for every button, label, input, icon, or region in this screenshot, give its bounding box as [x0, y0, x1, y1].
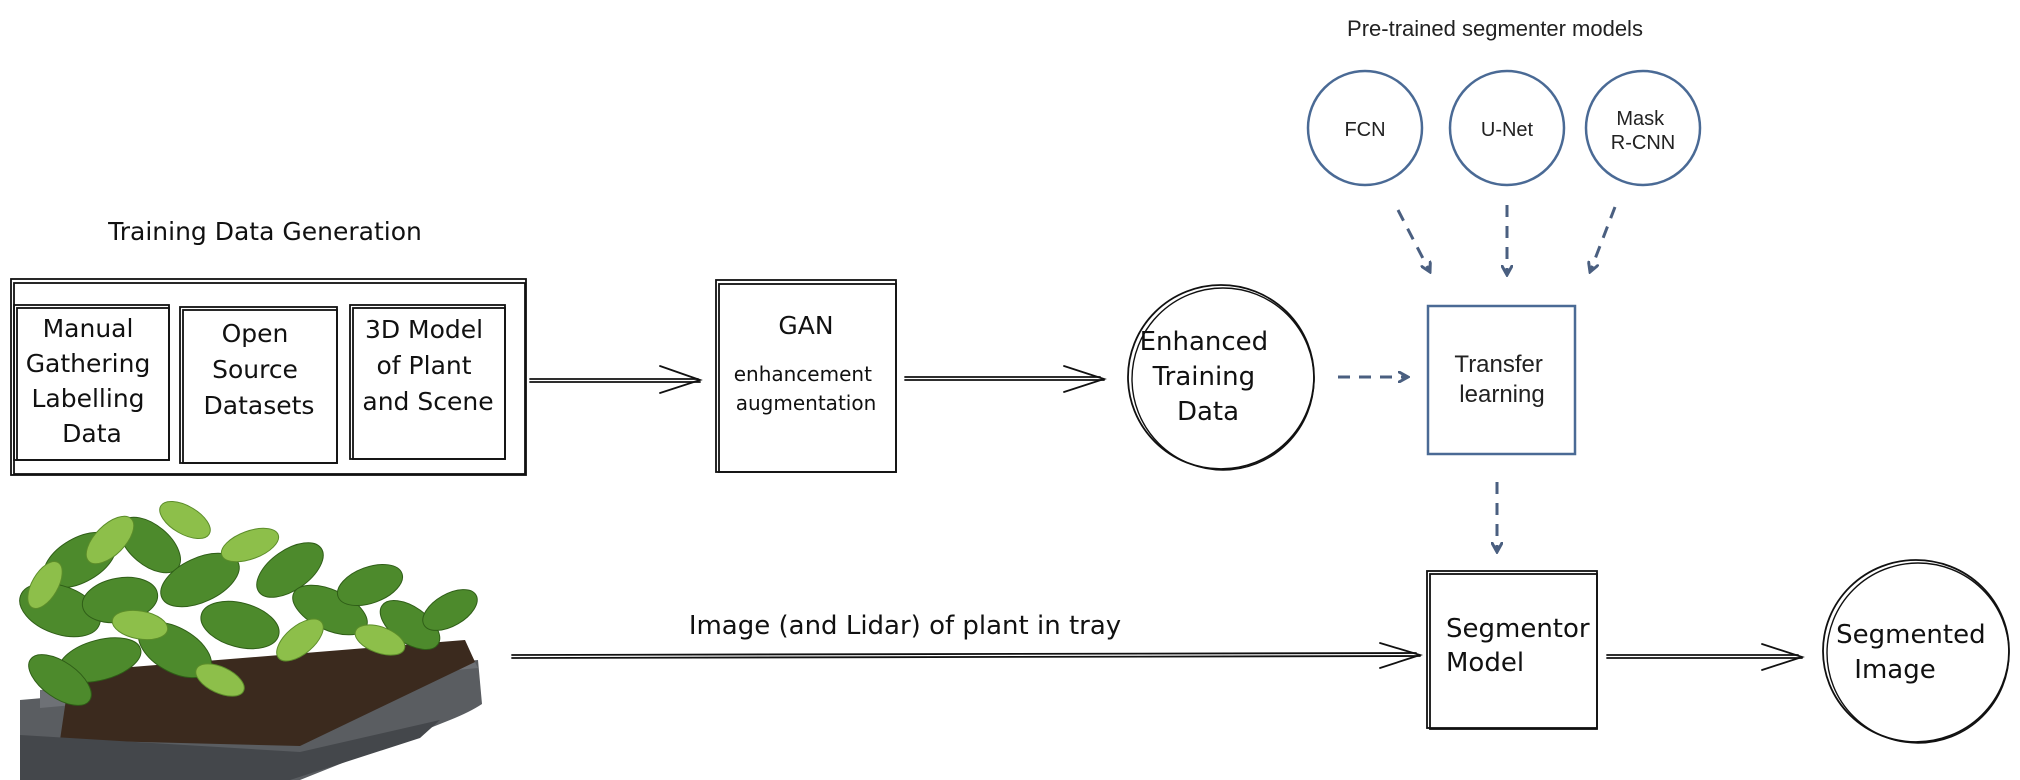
enhanced-line-1: Enhanced: [1140, 327, 1269, 357]
transfer-line-1: Transfer: [1454, 351, 1542, 378]
source-manual-box: Manual Gathering Labelling Data: [13, 304, 170, 461]
segmentor-model-box: Segmentor Model: [1426, 570, 1598, 730]
model-mask-rcnn-label: Mask R-CNN: [1611, 108, 1675, 154]
segmentor-label: Segmentor Model: [1446, 614, 1598, 678]
3d-line-3: and Scene: [362, 387, 493, 416]
segmented-image-node: Segmented Image: [1822, 559, 2010, 744]
segmentor-line-2: Model: [1446, 648, 1524, 678]
gan-line-2: augmentation: [736, 391, 877, 415]
mask-rcnn-line-2: R-CNN: [1611, 132, 1675, 154]
3d-line-1: 3D Model: [365, 315, 483, 344]
open-line-3: Datasets: [204, 391, 315, 420]
segmentor-line-1: Segmentor: [1446, 614, 1590, 644]
arrow-image-to-segmentor: [511, 642, 1424, 669]
open-line-1: Open: [222, 319, 289, 348]
gan-box: GAN enhancement augmentation: [715, 279, 897, 473]
model-fcn-label: FCN: [1344, 119, 1385, 141]
plant-tray-icon: [19, 500, 482, 780]
source-3d-model-box: 3D Model of Plant and Scene: [349, 304, 506, 460]
manual-line-4: Data: [62, 419, 122, 448]
arrow-segmentor-to-output: [1606, 643, 1805, 671]
transfer-label: Transfer learning: [1454, 351, 1549, 408]
source-manual-label: Manual Gathering Labelling Data: [26, 314, 159, 448]
arrow-fcn-to-transfer: [1396, 209, 1430, 272]
arrow-mask-to-transfer: [1590, 206, 1617, 272]
enhanced-line-2: Training: [1152, 362, 1256, 392]
arrow-gan-to-enhanced: [904, 365, 1107, 393]
enhanced-label: Enhanced Training Data: [1140, 327, 1277, 427]
manual-line-1: Manual: [43, 314, 134, 343]
model-unet: U-Net: [1448, 69, 1566, 187]
manual-line-3: Labelling: [31, 384, 144, 413]
model-fcn: FCN: [1306, 69, 1424, 187]
source-3d-label: 3D Model of Plant and Scene: [362, 315, 493, 416]
gan-title: GAN: [778, 311, 833, 340]
input-label: Image (and Lidar) of plant in tray: [689, 611, 1121, 641]
model-unet-label: U-Net: [1481, 119, 1534, 141]
enhanced-line-3: Data: [1177, 397, 1239, 427]
mask-rcnn-line-1: Mask: [1616, 108, 1665, 130]
model-mask-rcnn: Mask R-CNN: [1584, 69, 1702, 187]
source-open-label: Open Source Datasets: [204, 319, 315, 420]
models-title: Pre-trained segmenter models: [1347, 16, 1643, 41]
segmented-line-2: Image: [1854, 655, 1935, 685]
gan-description: enhancement augmentation: [734, 362, 879, 415]
3d-line-2: of Plant: [377, 351, 472, 380]
transfer-learning-box: Transfer learning: [1426, 304, 1577, 456]
segmented-label: Segmented Image: [1836, 620, 1994, 685]
training-group-title: Training Data Generation: [107, 217, 422, 246]
enhanced-data-node: Enhanced Training Data: [1127, 284, 1315, 471]
source-open-datasets-box: Open Source Datasets: [179, 306, 338, 464]
gan-line-1: enhancement: [734, 362, 872, 386]
open-line-2: Source: [212, 355, 298, 384]
manual-line-2: Gathering: [26, 349, 151, 378]
arrow-training-to-gan: [529, 365, 703, 394]
transfer-line-2: learning: [1459, 381, 1544, 408]
segmented-line-1: Segmented: [1836, 620, 1986, 650]
